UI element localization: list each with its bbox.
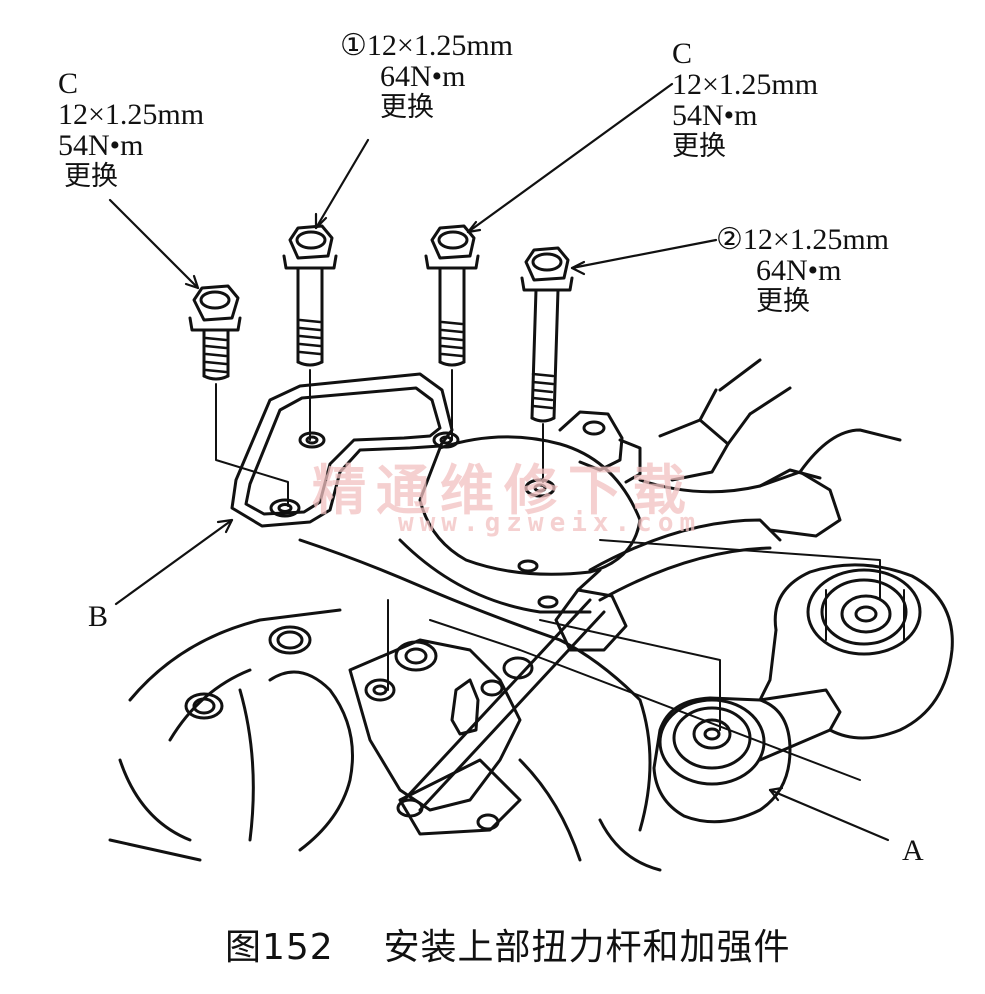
callout-note: 更换 bbox=[672, 131, 726, 162]
callout-torque: 64N•m bbox=[756, 254, 842, 287]
callout-bolt-2: ②12×1.25mm 64N•m 更换 bbox=[716, 224, 889, 317]
callout-left-c: C 12×1.25mm 54N•m 更换 bbox=[58, 68, 204, 192]
callout-marker: ② bbox=[716, 223, 743, 256]
callout-note: 更换 bbox=[380, 92, 434, 123]
watermark-url: www.gzweix.com bbox=[398, 508, 702, 538]
part-label-a: A bbox=[902, 834, 924, 867]
callout-torque: 64N•m bbox=[380, 60, 466, 93]
callout-letter: C bbox=[672, 37, 693, 70]
engine-lower bbox=[108, 608, 662, 872]
stiffener-bracket-b bbox=[230, 372, 460, 528]
callout-torque: 54N•m bbox=[672, 99, 758, 132]
bolt-left bbox=[188, 284, 242, 381]
callout-size: 12×1.25mm bbox=[672, 68, 819, 101]
callout-letter: C bbox=[58, 67, 79, 100]
bolt-c-right bbox=[424, 224, 480, 367]
wrench-shaft bbox=[402, 568, 628, 812]
hoses bbox=[588, 358, 902, 602]
callout-size: 12×1.25mm bbox=[366, 29, 513, 62]
bolt-2 bbox=[520, 246, 574, 423]
part-label-b: B bbox=[88, 600, 109, 633]
guide-lines bbox=[387, 539, 881, 781]
callout-torque: 54N•m bbox=[58, 129, 144, 162]
callout-marker: ① bbox=[340, 29, 367, 62]
callout-bolt-1: ①12×1.25mm 64N•m 更换 bbox=[340, 30, 513, 123]
callout-right-c: C 12×1.25mm 54N•m 更换 bbox=[672, 38, 818, 162]
leader-lines bbox=[108, 82, 890, 842]
watermark-text: 精通维修下载 bbox=[312, 459, 696, 522]
torque-rod-a bbox=[652, 563, 954, 824]
figure-number: 图152 bbox=[225, 927, 334, 968]
callout-note: 更换 bbox=[756, 286, 810, 317]
callout-note: 更换 bbox=[64, 161, 118, 192]
callout-size: 12×1.25mm bbox=[58, 98, 205, 131]
figure-caption: 图152 安装上部扭力杆和加强件 bbox=[225, 918, 791, 970]
figure-title: 安装上部扭力杆和加强件 bbox=[383, 927, 791, 968]
bolt-1 bbox=[282, 224, 338, 367]
callout-size: 12×1.25mm bbox=[742, 223, 889, 256]
